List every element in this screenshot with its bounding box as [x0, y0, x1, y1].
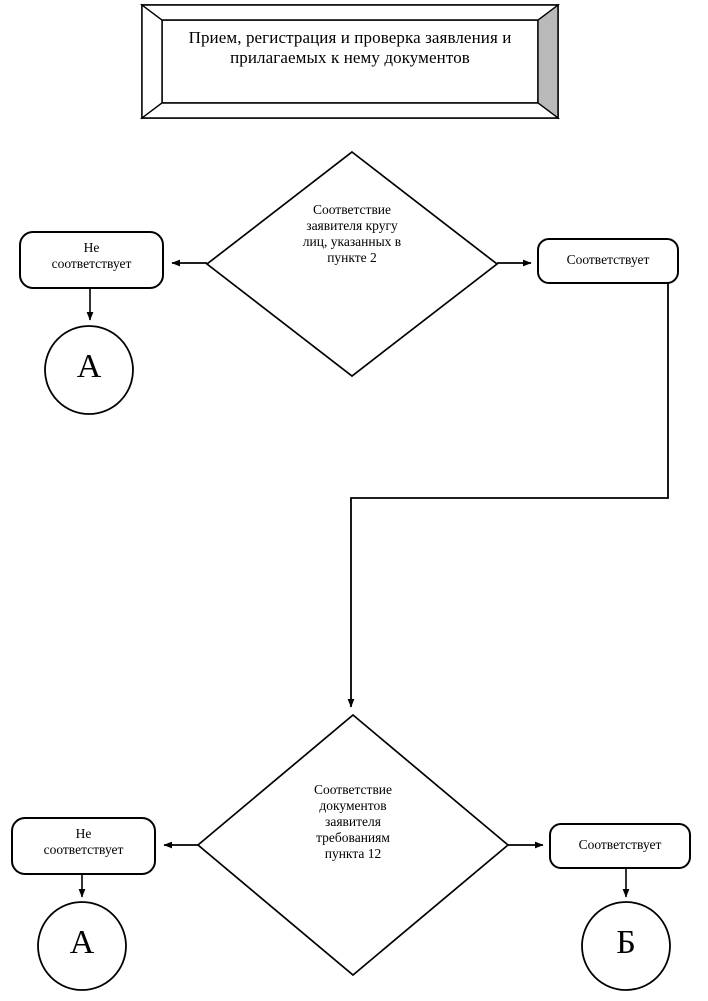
decision-1-yes-box	[537, 238, 679, 284]
decision-2-no-box	[11, 817, 156, 875]
connector-b-shape	[581, 901, 671, 991]
connector-a-bottom-shape	[37, 901, 127, 991]
edge-yes1-to-d2	[347, 283, 669, 708]
connector-a-top-shape	[44, 325, 134, 415]
decision-2-yes-box	[549, 823, 691, 869]
decision-1-no-box	[19, 231, 164, 289]
decision-1-shape	[205, 150, 499, 378]
start-process-shape	[139, 3, 561, 120]
decision-2-shape	[196, 713, 510, 977]
